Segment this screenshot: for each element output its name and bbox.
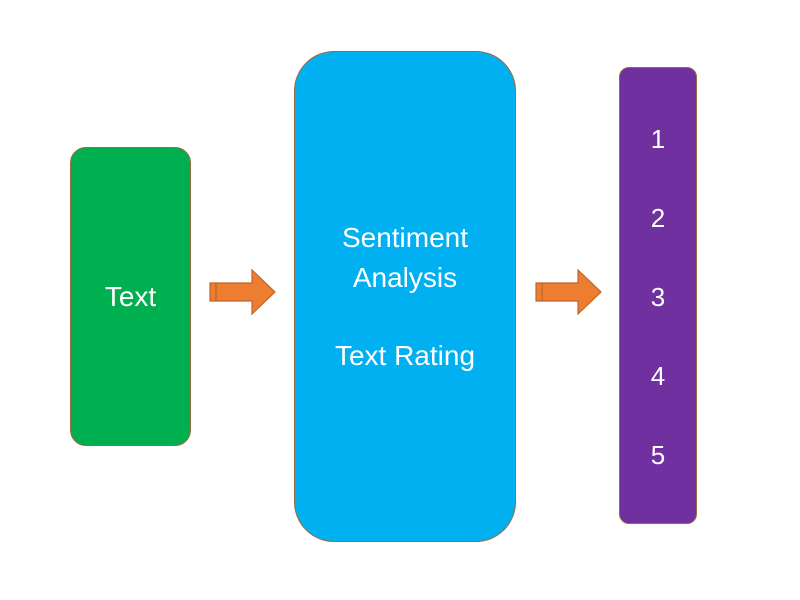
rating-output-box: 1 2 3 4 5 bbox=[619, 67, 697, 524]
model-subtitle: Text Rating bbox=[334, 339, 476, 371]
rating-item: 5 bbox=[650, 440, 666, 470]
model-title: Sentiment Analysis bbox=[341, 221, 469, 293]
rating-item: 1 bbox=[650, 124, 666, 154]
arrow-right-icon bbox=[209, 268, 276, 316]
input-text-box: Text bbox=[70, 147, 191, 446]
rating-item: 4 bbox=[650, 361, 666, 391]
sentiment-analysis-box: Sentiment Analysis Text Rating bbox=[294, 51, 516, 542]
rating-item: 2 bbox=[650, 203, 666, 233]
input-text-label: Text bbox=[104, 280, 157, 312]
arrow-right-icon bbox=[535, 268, 602, 316]
rating-item: 3 bbox=[650, 282, 666, 312]
rating-list: 1 2 3 4 5 bbox=[620, 68, 696, 523]
